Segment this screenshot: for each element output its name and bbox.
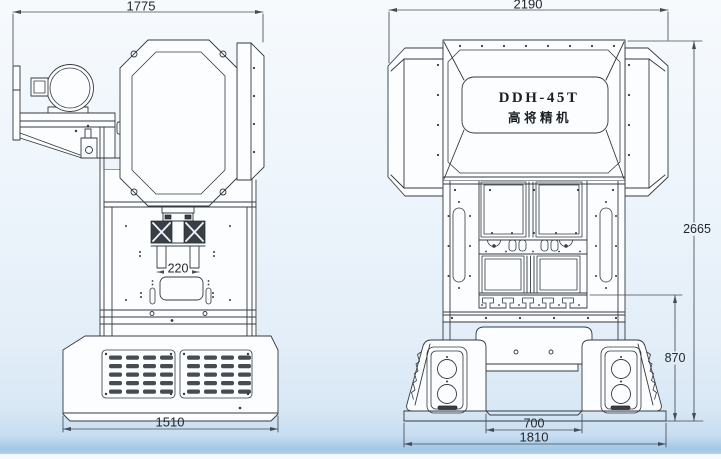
dimension-slide-width: 220 <box>156 262 200 276</box>
motor <box>30 64 94 114</box>
dim-220-label: 220 <box>168 262 189 276</box>
dimension-table-height: 870 <box>589 294 686 422</box>
dim-2190-label: 2190 <box>514 0 543 12</box>
crown: DDH-45T 高将精机 <box>442 39 626 182</box>
side-base <box>62 335 279 422</box>
dimension-side-top-width: 1775 <box>12 0 264 66</box>
side-view: 1775 220 1510 <box>12 0 279 433</box>
front-view: DDH-45T 高将精机 <box>387 0 711 448</box>
dim-700-label: 700 <box>524 417 545 431</box>
nameplate-model: DDH-45T <box>499 90 580 106</box>
nameplate-brand: 高将精机 <box>508 110 572 125</box>
dimension-leg-gap: 700 <box>485 413 583 434</box>
flywheel-side-cover <box>236 42 265 181</box>
dimension-overall-height: 2665 <box>627 40 711 422</box>
front-column <box>442 180 626 341</box>
dimension-side-base-width: 1510 <box>62 415 279 433</box>
dimension-front-base-width: 1810 <box>403 422 667 448</box>
bed-bands <box>99 309 257 325</box>
front-cover-right <box>624 47 669 197</box>
belt-cover-octagon <box>103 39 257 208</box>
dimension-front-top-width: 2190 <box>388 0 669 64</box>
bolster <box>442 311 626 323</box>
dim-1810-label: 1810 <box>520 430 549 445</box>
valve <box>74 124 98 159</box>
dim-1510-label: 1510 <box>156 415 185 430</box>
base-legs <box>403 339 667 422</box>
t-slot-plate <box>478 294 588 309</box>
dim-1775-label: 1775 <box>127 0 156 14</box>
apron <box>475 326 593 372</box>
front-cover-left <box>387 47 444 197</box>
dim-870-label: 870 <box>665 351 686 365</box>
dim-2665-label: 2665 <box>683 222 711 236</box>
slide-mechanism <box>125 206 231 305</box>
